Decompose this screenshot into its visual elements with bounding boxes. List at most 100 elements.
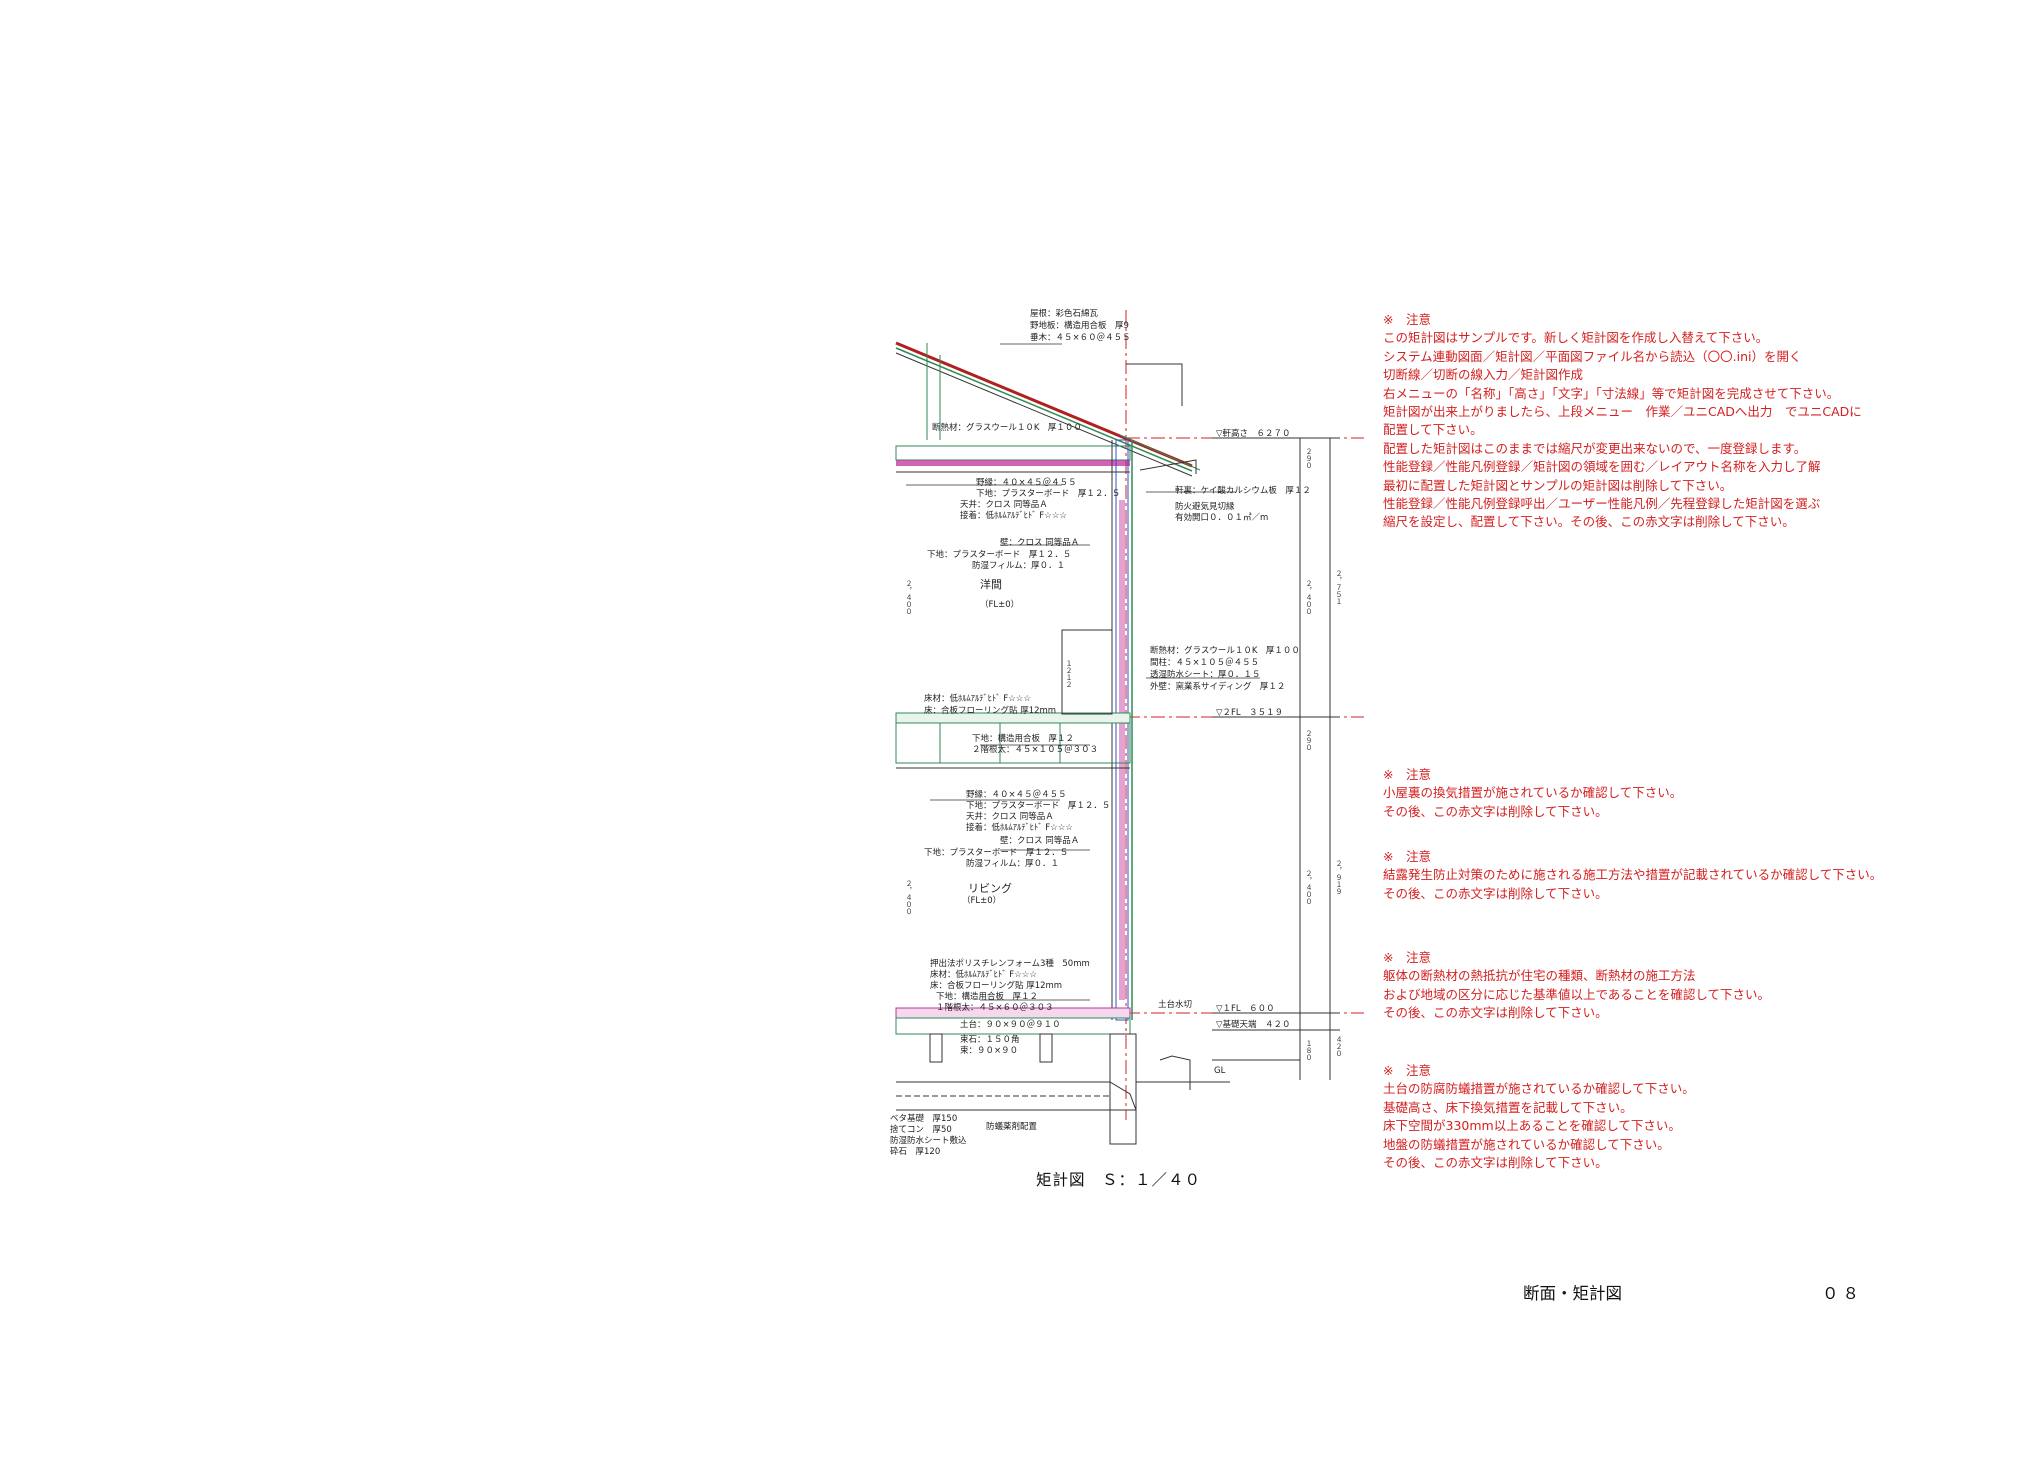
label-ceiling-board-1f: 下地：プラスターボード 厚１２．５ <box>966 801 1111 811</box>
foundation-slab <box>896 1081 1137 1111</box>
label-stud: 間柱：４５×１０５＠４５５ <box>1150 658 1260 668</box>
note-block-3: ※ 注意 結露発生防止対策のために施される施工方法や措置が記載されているか確認し… <box>1383 848 1882 903</box>
label-room-1f-level: （FL±0） <box>962 896 1002 906</box>
note-4-line: ※ 注意 <box>1383 950 1431 965</box>
foundation-wall <box>1109 1033 1137 1145</box>
dim-ceiling-height-1: ２，４００ <box>1305 870 1313 905</box>
dim-story-1: ２，９１９ <box>1335 860 1343 895</box>
ceiling-joist-band-2f <box>895 445 1131 461</box>
dim-room-2f: ２，４００ <box>905 580 913 615</box>
drain-pipe <box>1159 1055 1191 1090</box>
label-wall-cloth-1f: 壁：クロス 同等品Ａ <box>1000 836 1080 846</box>
floor-2f <box>895 712 1131 769</box>
label-wall-film-1f: 防湿フィルム：厚０．１ <box>966 859 1060 869</box>
label-wall-cloth-2f: 壁：クロス 同等品Ａ <box>1000 538 1080 548</box>
eaves-edge <box>1119 434 1201 471</box>
dimension-lines <box>1126 363 1340 1080</box>
label-ground-line: 土台水切 <box>1158 1000 1193 1010</box>
label-roof-sheathing: 野地板：構造用合板 厚9 <box>1030 321 1129 331</box>
note-4-line: 躯体の断熱材の熱抵抗が住宅の種類、断熱材の施工方法 <box>1383 968 1696 984</box>
note-1-line: 右メニューの「名称」「高さ」「文字」「寸法線」等で矩計図を完成させて下さい。 <box>1383 385 1840 401</box>
roof-sheathing-line <box>895 347 1193 472</box>
label-floor-1f-adhesive: 床材：低ﾎﾙﾑｱﾙﾃﾞﾋﾄﾞ F☆☆☆ <box>930 970 1037 980</box>
label-floor-insulation: 押出法ポリスチレンフォーム3種 50mm <box>930 959 1090 969</box>
note-2-line: その後、この赤文字は削除して下さい。 <box>1383 803 1608 819</box>
ceiling-insulation-2f <box>896 460 1130 466</box>
exterior-wall <box>1111 439 1133 1021</box>
note-2-line: ※ 注意 <box>1383 767 1431 782</box>
note-1-line: 矩計図が出来上がりましたら、上段メニュー 作業／ユニCADへ出力 でユニCADに <box>1383 403 1862 419</box>
note-5-line: 地盤の防蟻措置が施されているか確認して下さい。 <box>1383 1136 1670 1152</box>
dim-fl1-gl: ４２０ <box>1335 1036 1343 1057</box>
drawing-caption: 矩計図 Ｓ：１／４０ <box>1036 1171 1202 1189</box>
label-ceiling-cloth-1f: 天井：クロス 同等品Ａ <box>966 812 1054 822</box>
note-5-line: 床下空間が330mm以上あることを確認して下さい。 <box>1383 1118 1681 1134</box>
note-1-line: 性能登録／性能凡例登録／矩計図の領域を囲む／レイアウト名称を入力し了解 <box>1383 459 1821 475</box>
floor-post-1 <box>929 1033 943 1063</box>
label-subfloor-1f: 下地：構造用合板 厚１２ <box>936 992 1039 1002</box>
label-floor-2f-finish: 床：合板フローリング貼 厚12mm <box>924 706 1057 716</box>
note-1-line: システム連動図面／矩計図／平面図ファイル名から読込（〇〇.ini）を開く <box>1383 348 1802 364</box>
floor-1f <box>895 1007 1131 1063</box>
label-eaves-soffit: 軒裏：ケイ酸カルシウム板 厚１２ <box>1175 486 1311 496</box>
note-5-line: ※ 注意 <box>1383 1063 1431 1078</box>
label-vent-area: 有効開口０．０１㎡／m <box>1175 513 1269 523</box>
note-1-line: 縮尺を設定し、配置して下さい。その後、この赤文字は削除して下さい。 <box>1383 514 1795 530</box>
label-room-1f: リビング <box>968 882 1012 895</box>
dim-top-gap: ２９０ <box>1305 448 1313 469</box>
label-room-2f: 洋間 <box>980 578 1002 591</box>
note-1-line: 配置した矩計図はこのままでは縮尺が変更出来ないので、一度登録します。 <box>1383 440 1807 456</box>
label-ceiling-joist-2f: 野縁：４０×４５＠４５５ <box>976 478 1077 488</box>
note-2-line: 小屋裏の換気措置が施されているか確認して下さい。 <box>1383 785 1683 801</box>
label-wall-insulation: 断熱材：グラスウール１０K 厚１００ <box>1150 646 1300 656</box>
label-sill-plate: 土台：９０×９０＠９１０ <box>960 1020 1061 1030</box>
label-ceiling-insulation: 断熱材：グラスウール１０K 厚１００ <box>932 423 1082 433</box>
label-wall-film-2f: 防湿フィルム：厚０．１ <box>972 561 1066 571</box>
note-1-line: 最初に配置した矩計図とサンプルの矩計図は削除して下さい。 <box>1383 477 1733 493</box>
leader-lines <box>906 343 1260 1001</box>
level-floor-1f: ▽１FL ６００ <box>1216 1004 1275 1014</box>
label-foundation-4: 砕石 厚120 <box>890 1147 941 1157</box>
label-wall-board-2f: 下地：プラスターボード 厚１２．５ <box>927 550 1072 560</box>
label-floor-1f-finish: 床：合板フローリング貼 厚12mm <box>930 981 1063 991</box>
note-1-line: 性能登録／性能凡例登録呼出／ユーザー性能凡例／先程登録した矩計図を選ぶ <box>1383 495 1821 511</box>
label-roof-finish: 屋根：彩色石綿瓦 <box>1030 309 1099 319</box>
note-block-2: ※ 注意 小屋裏の換気措置が施されているか確認して下さい。 その後、この赤文字は… <box>1383 766 1682 821</box>
gutter <box>1139 459 1197 474</box>
note-4-line: その後、この赤文字は削除して下さい。 <box>1383 1005 1608 1021</box>
label-subfloor-2f: 下地：構造用合板 厚１２ <box>972 734 1075 744</box>
note-1-line: この矩計図はサンプルです。新しく矩計図を作成し入替えて下さい。 <box>1383 330 1769 346</box>
label-ceiling-glue-2f: 接着：低ﾎﾙﾑｱﾙﾃﾞﾋﾄﾞ F☆☆☆ <box>960 511 1067 521</box>
note-5-line: その後、この赤文字は削除して下さい。 <box>1383 1154 1608 1170</box>
dim-floor-depth-2: ２９０ <box>1305 730 1313 751</box>
label-foundation-3: 防湿防水シート敷込 <box>890 1136 967 1146</box>
sheet-number: ０８ <box>1822 1284 1863 1303</box>
dim-window: １２１２ <box>1065 660 1073 688</box>
label-ceiling-joist-1f: 野縁：４０×４５＠４５５ <box>966 790 1067 800</box>
note-5-line: 基礎高さ、床下換気措置を記載して下さい。 <box>1383 1099 1633 1115</box>
dim-fl1-fdn: １８０ <box>1305 1040 1313 1061</box>
wall-insulation <box>1119 500 1125 1000</box>
dim-fl2-eaves: ２，４００ <box>1305 580 1313 615</box>
label-attic-vent: 防火避気見切縁 <box>1175 502 1235 512</box>
dim-story-2: ２，７５１ <box>1335 570 1343 605</box>
floor-joist-band-1f <box>895 1017 1131 1035</box>
rafter-line <box>895 352 1193 477</box>
ceiling-2f <box>895 445 1131 473</box>
roof <box>895 341 1201 477</box>
wall-frame <box>1115 439 1129 1021</box>
note-1-line: 切断線／切断の線入力／矩計図作成 <box>1383 367 1584 383</box>
note-3-line: その後、この赤文字は削除して下さい。 <box>1383 885 1608 901</box>
label-ceiling-cloth-2f: 天井：クロス 同等品Ａ <box>960 500 1048 510</box>
level-eaves: ▽軒高さ ６２７０ <box>1216 429 1291 439</box>
label-room-2f-level: （FL±0） <box>980 600 1020 610</box>
label-anchor: 防蟻薬剤配置 <box>986 1122 1038 1132</box>
label-floor-post: 束石：１５０角 <box>960 1035 1020 1045</box>
floor-post-2 <box>1039 1033 1053 1063</box>
ridge-leader <box>1126 363 1183 406</box>
label-foundation-1: ベタ基礎 厚150 <box>890 1114 958 1124</box>
roof-tile-line <box>895 341 1193 468</box>
note-3-line: 結露発生防止対策のために施される施工方法や措置が記載されているか確認して下さい。 <box>1383 867 1883 883</box>
